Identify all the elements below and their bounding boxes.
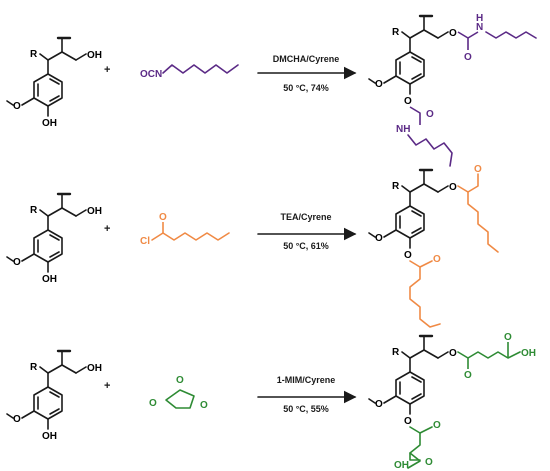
- r-group-label: R: [30, 205, 38, 216]
- hexyl-isocyanate: OCN: [140, 64, 239, 80]
- nh-label: N: [476, 22, 483, 33]
- starting-material-1: R OH OH O: [5, 36, 102, 129]
- methoxy-o-label: O: [375, 399, 383, 410]
- aryl-o-label: O: [404, 96, 412, 107]
- hydroxyl-label: OH: [87, 363, 102, 374]
- ring-o-label: O: [176, 375, 184, 386]
- r-group-label: R: [392, 27, 400, 38]
- reaction-conditions-reagent: 1-MIM/Cyrene: [277, 375, 336, 385]
- r-group-label: R: [392, 181, 400, 192]
- product-3: R O O O O OH O O O OH: [367, 332, 536, 471]
- r-group-label: R: [30, 49, 38, 60]
- phenol-hydroxyl-label: OH: [42, 431, 57, 442]
- carbonyl-o-label: O: [425, 457, 433, 468]
- reaction-conditions-reagent: TEA/Cyrene: [280, 212, 331, 222]
- hydroxyl-label: OH: [87, 50, 102, 61]
- methoxy-o-label: O: [375, 233, 383, 244]
- reaction-conditions-reagent: DMCHA/Cyrene: [273, 54, 340, 64]
- carbonyl-o-label: O: [474, 164, 482, 175]
- r-group-label: R: [30, 362, 38, 373]
- methoxy-o-label: O: [375, 79, 383, 90]
- carbonyl-o-label: O: [504, 332, 512, 343]
- reaction-1: R OH OH O + OCN DMCHA/Cyrene 50 °C, 74% …: [5, 13, 537, 167]
- phenol-hydroxyl-label: OH: [42, 118, 57, 129]
- isocyanate-label: OCN: [140, 69, 162, 80]
- succinic-anhydride: O O O: [149, 375, 208, 411]
- methoxy-o-label: O: [13, 257, 21, 268]
- carbonyl-o-label: O: [149, 398, 157, 409]
- chloride-label: Cl: [140, 236, 150, 247]
- plus-sign: +: [104, 64, 110, 76]
- hydroxyl-label: OH: [87, 206, 102, 217]
- carbonyl-o-label: O: [426, 109, 434, 120]
- starting-material-3: R OH OH O: [5, 349, 102, 442]
- heptanoyl-chloride: Cl O: [140, 212, 230, 247]
- reaction-conditions-temp-yield: 50 °C, 61%: [283, 241, 329, 251]
- carbonyl-o-label: O: [464, 370, 472, 381]
- plus-sign: +: [104, 223, 110, 235]
- reaction-3: R OH OH O + O O O 1-MIM/Cyrene 50 °C, 55…: [5, 332, 536, 471]
- aryl-o-label: O: [404, 250, 412, 261]
- acid-oh-label: OH: [394, 460, 409, 471]
- carbonyl-o-label: O: [464, 52, 472, 63]
- reaction-conditions-temp-yield: 50 °C, 55%: [283, 404, 329, 414]
- nh-h-label: H: [476, 13, 483, 24]
- ester-o-label: O: [449, 28, 457, 39]
- carbonyl-o-label: O: [433, 254, 441, 265]
- methoxy-o-label: O: [13, 101, 21, 112]
- phenol-hydroxyl-label: OH: [42, 274, 57, 285]
- ester-o-label: O: [449, 348, 457, 359]
- nh-label: NH: [396, 124, 410, 135]
- starting-material-2: R OH OH O: [5, 192, 102, 285]
- carbonyl-o-label: O: [200, 400, 208, 411]
- r-group-label: R: [392, 347, 400, 358]
- reaction-2: R OH OH O + Cl O TEA/Cyrene 50 °C, 61% R…: [5, 164, 499, 328]
- product-2: R O O O O O: [367, 164, 499, 328]
- carbonyl-o-label: O: [433, 420, 441, 431]
- acid-oh-label: OH: [521, 348, 536, 359]
- aryl-o-label: O: [404, 416, 412, 427]
- ester-o-label: O: [449, 182, 457, 193]
- product-1: R O O O N H O O NH: [367, 13, 537, 167]
- plus-sign: +: [104, 380, 110, 392]
- carbonyl-o-label: O: [159, 212, 167, 223]
- reaction-conditions-temp-yield: 50 °C, 74%: [283, 83, 329, 93]
- methoxy-o-label: O: [13, 414, 21, 425]
